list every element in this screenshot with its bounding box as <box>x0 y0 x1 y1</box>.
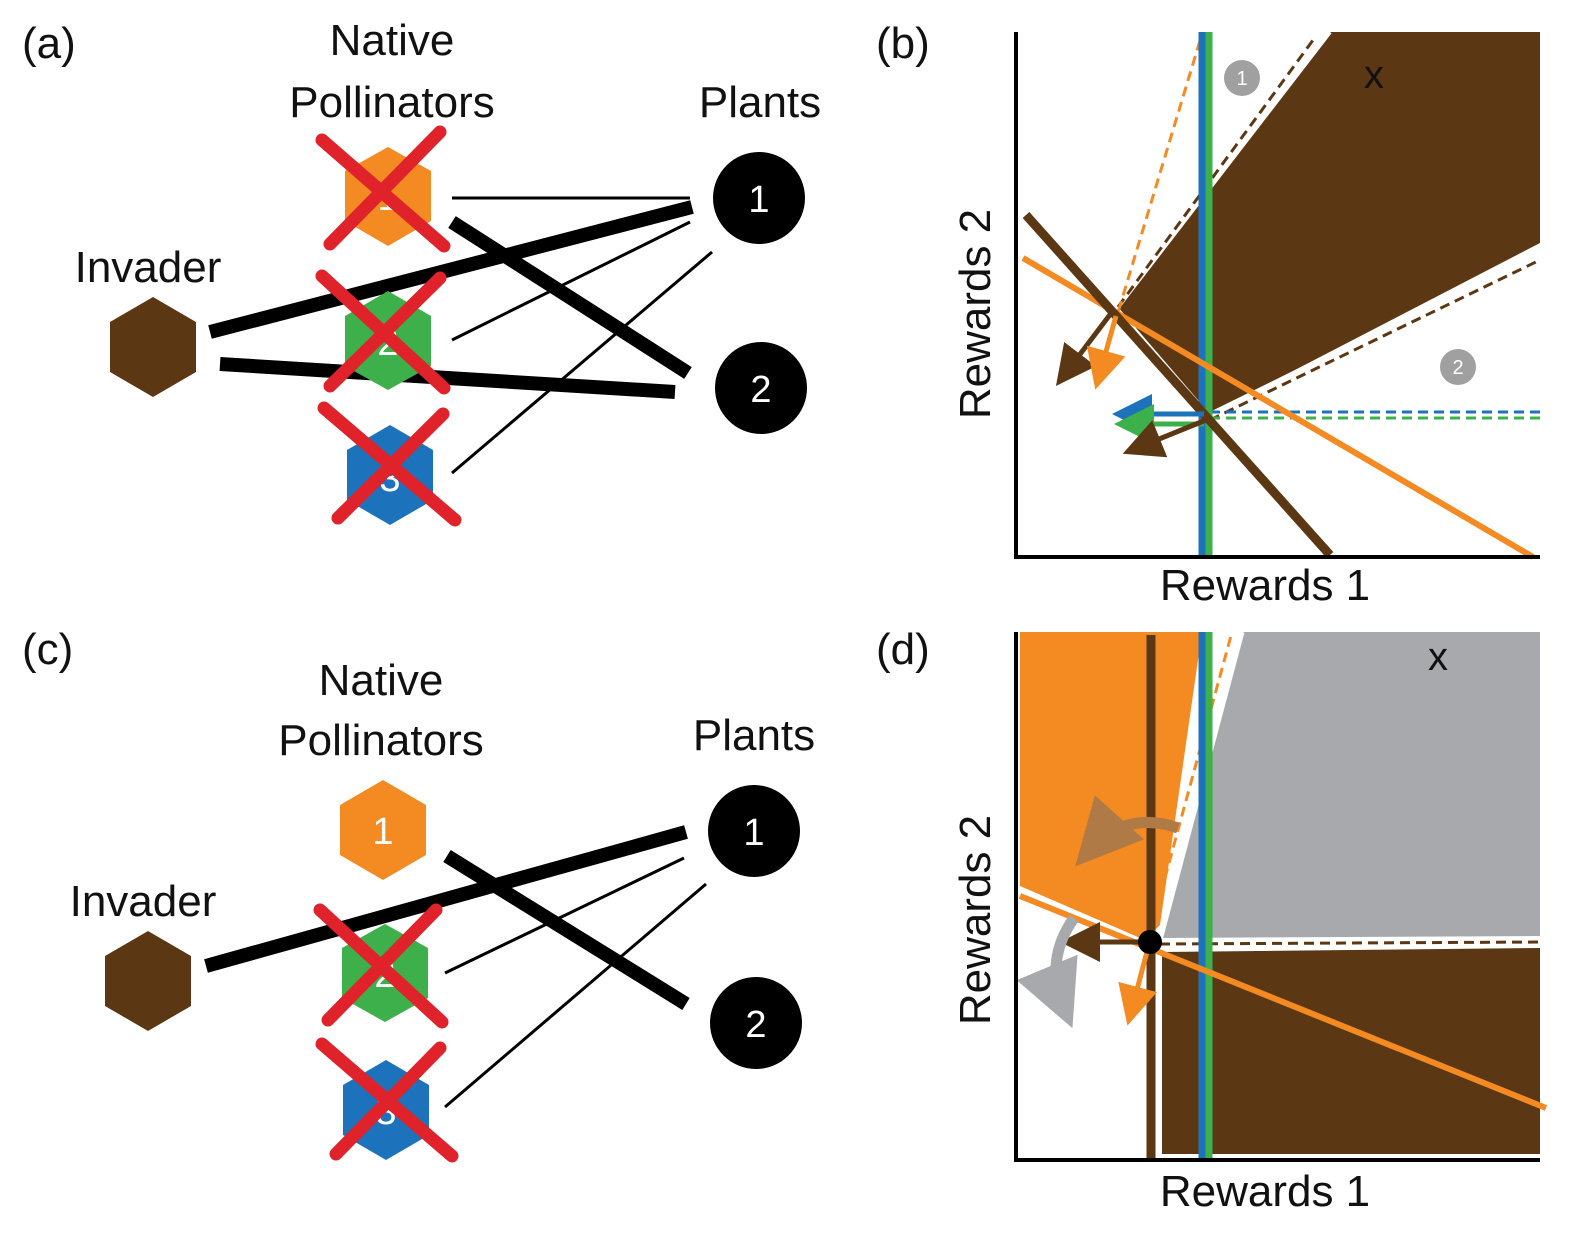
plant-1: 1 <box>708 785 800 877</box>
arrow-orange-down <box>1118 947 1158 1026</box>
interaction-links <box>204 825 707 1109</box>
grey-region <box>1160 632 1540 938</box>
interaction-links <box>208 196 713 475</box>
plant-2-circle <box>710 977 802 1069</box>
brown-isocline <box>1022 212 1334 558</box>
native-pollinators-title-line1: Native <box>330 16 455 65</box>
white-separator-3 <box>1159 939 1541 947</box>
x-axis-label: Rewards 1 <box>1160 561 1370 610</box>
y-axis-label: Rewards 2 <box>951 815 1000 1025</box>
panel-c: (c) Native Pollinators Plants Invader 1 … <box>22 625 815 1163</box>
region-boundary-lower <box>1209 250 1541 416</box>
equilibrium-point <box>1138 930 1162 954</box>
axes <box>1014 32 1540 559</box>
panel-d-label: (d) <box>876 625 930 674</box>
plant-2-number: 2 <box>745 1004 766 1046</box>
badge-1: 1 <box>1224 60 1260 96</box>
arrow-brown-2 <box>1122 417 1207 458</box>
native-pollinators-title-line2: Pollinators <box>289 78 494 127</box>
link-pollinator3-plant1 <box>444 882 707 1109</box>
plant-2-number: 2 <box>750 369 771 411</box>
plants-title: Plants <box>693 711 815 760</box>
badge-1-text: 1 <box>1236 68 1247 90</box>
marker-x: x <box>1364 53 1384 97</box>
panel-c-label: (c) <box>22 625 73 674</box>
panel-a-label: (a) <box>22 19 76 68</box>
brown-region <box>1162 948 1540 1154</box>
link-invader-plant1 <box>204 825 688 973</box>
cross-mark-icon <box>315 125 451 253</box>
arrow-orange-1 <box>1086 315 1126 390</box>
invader-hexagon <box>110 297 196 397</box>
dashed-boundary-2 <box>1209 258 1541 422</box>
cross-mark-icon <box>313 903 449 1029</box>
extinction-crosses <box>315 125 462 527</box>
axes <box>1014 632 1540 1162</box>
native-pollinators-title-line1: Native <box>319 656 444 705</box>
invader-feasibility-region <box>1118 32 1540 414</box>
invader-hexagon <box>105 931 191 1031</box>
invader-label: Invader <box>70 877 217 926</box>
native-pollinators-title-line2: Pollinators <box>278 716 483 765</box>
pollinator-1: 1 <box>340 780 426 880</box>
plant-1-circle <box>713 152 805 244</box>
invader-label: Invader <box>75 243 222 292</box>
link-pollinator1-plant2 <box>448 216 692 379</box>
cross-mark-icon <box>317 401 462 527</box>
curved-arrow-tan <box>1075 795 1180 867</box>
cross-mark-icon <box>315 1037 459 1163</box>
badge-2-text: 2 <box>1452 357 1463 379</box>
panel-b: (b) 1 2 <box>876 19 1541 610</box>
panel-b-label: (b) <box>876 19 930 68</box>
white-separator-1 <box>1019 887 1149 946</box>
orange-isocline <box>1018 893 1548 1111</box>
plant-1-number: 1 <box>748 179 769 221</box>
marker-x: x <box>1428 635 1448 679</box>
link-pollinator2-plant1 <box>444 856 685 975</box>
y-axis-label: Rewards 2 <box>951 209 1000 419</box>
plant-1-circle <box>708 785 800 877</box>
badge-2: 2 <box>1440 349 1476 385</box>
plant-1-number: 1 <box>743 812 764 854</box>
x-axis-label: Rewards 1 <box>1160 1167 1370 1216</box>
link-pollinator2-plant1 <box>451 220 691 342</box>
panel-d: (d) x Rewards 1 Rewards 2 <box>876 625 1548 1216</box>
arrow-brown-1 <box>1055 310 1114 386</box>
dashed-orange-line <box>1098 33 1204 373</box>
plant-2: 2 <box>715 342 807 434</box>
cross-mark-icon <box>315 269 451 395</box>
pollinator-1-number: 1 <box>372 811 393 853</box>
pollinator-1-hexagon <box>340 780 426 880</box>
dashed-orange-line <box>1146 631 1234 941</box>
link-invader-plant1 <box>208 200 694 339</box>
plants-title: Plants <box>699 78 821 127</box>
panel-a: (a) Native Pollinators Plants Invader 1 … <box>22 16 821 527</box>
plant-2-circle <box>715 342 807 434</box>
dashed-boundary-1 <box>1116 35 1318 308</box>
orange-region <box>1020 632 1202 940</box>
link-pollinator3-plant1 <box>451 250 713 475</box>
link-invader-plant2 <box>219 357 676 399</box>
plant-1: 1 <box>713 152 805 244</box>
extinction-crosses <box>313 903 459 1163</box>
plant-2: 2 <box>710 977 802 1069</box>
curved-arrow-grey <box>1016 914 1079 1029</box>
